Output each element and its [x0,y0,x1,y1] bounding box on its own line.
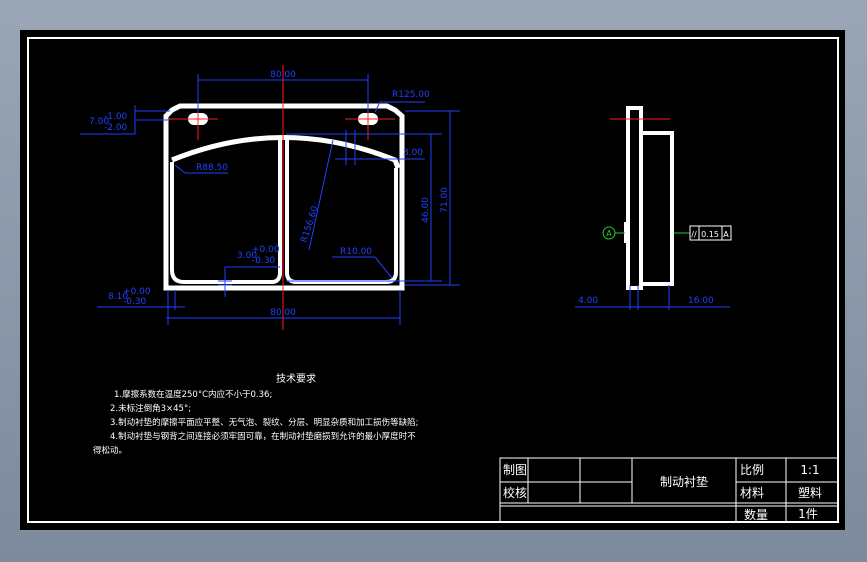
dim-slot-tol-lower: -0.30 [252,256,276,266]
tolerance-symbol: // [691,230,697,239]
tolerance-value: 0.15 [701,230,719,239]
dimension-lines [80,74,460,325]
dim-bottom-width: 80.00 [270,308,296,318]
notes-title: 技术要求 [276,372,316,385]
friction-pad [639,131,674,286]
dim-height-total: 71.00 [440,187,450,213]
scale-value: 1:1 [800,463,819,477]
part-name: 制动衬垫 [660,474,708,489]
tolerance-frame [689,225,732,241]
quantity-value: 1件 [798,507,818,521]
dim-corner-radius: R10.00 [340,247,372,257]
dim-left-offset: 7.00 [89,117,109,127]
dim-left-tol-upper: -1.00 [104,112,128,122]
datum-label: A [606,229,612,238]
dim-slot-tol-upper: +0.00 [252,245,280,255]
centerlines [168,65,395,330]
drawing-sheet: 80.00 R125.00 7.00 -1.00 -2.00 R88.50 3.… [20,30,845,530]
technical-requirements: 技术要求 1.摩擦系数在温度250°C内应不小于0.36; 2.未标注倒角3×4… [93,372,418,456]
dim-hole-radius: R125.00 [392,90,430,100]
dim-side-left: 4.00 [578,296,598,306]
note-3: 3.制动衬垫的摩擦平面应平整、无气泡、裂纹、分层、明显杂质和加工损伤等缺陷; [110,417,418,428]
side-view: A // 0.15 A 4.00 16.00 [575,106,732,310]
dim-edge-tol-lower: -0.30 [123,297,147,307]
note-4-cont: 得松动。 [93,445,127,456]
arc-outline [171,135,401,169]
note-4: 4.制动衬垫与钢背之间连接必须牢固可靠，在制动衬垫磨损到允许的最小厚度时不 [110,431,416,442]
dim-edge-tol-upper: +0.00 [123,287,151,297]
right-pocket [285,138,398,284]
dim-edge-thickness: 8.10 [108,292,128,302]
front-view: 80.00 R125.00 7.00 -1.00 -2.00 R88.50 3.… [80,65,460,330]
drawing-border [27,37,839,523]
dim-arc-radius-main: R156.60 [300,205,321,244]
dim-left-tol-lower: -2.00 [104,123,128,133]
checked-label: 校核 [503,485,527,500]
dim-side-right: 16.00 [688,296,714,306]
note-1: 1.摩擦系数在温度250°C内应不小于0.36; [114,389,272,400]
dim-arc-radius-left: R88.50 [196,163,228,173]
left-pocket [170,138,282,284]
dim-height-inner: 46.00 [421,197,431,223]
scale-label: 比例 [740,463,764,477]
outer-outline [163,103,405,291]
datum-feature [624,222,628,243]
dim-gap: 3.00 [403,148,423,158]
material-value: 塑料 [798,485,822,500]
tolerance-datum: A [723,230,729,239]
drawn-label: 制图 [503,463,527,477]
cad-drawing: 80.00 R125.00 7.00 -1.00 -2.00 R88.50 3.… [27,37,839,523]
dim-slot-width: 3.00 [237,251,257,261]
note-2: 2.未标注倒角3×45°; [110,403,191,414]
quantity-label: 数量 [744,507,768,522]
dim-top-width: 80.00 [270,70,296,80]
material-label: 材料 [740,486,764,500]
title-block [499,457,839,523]
